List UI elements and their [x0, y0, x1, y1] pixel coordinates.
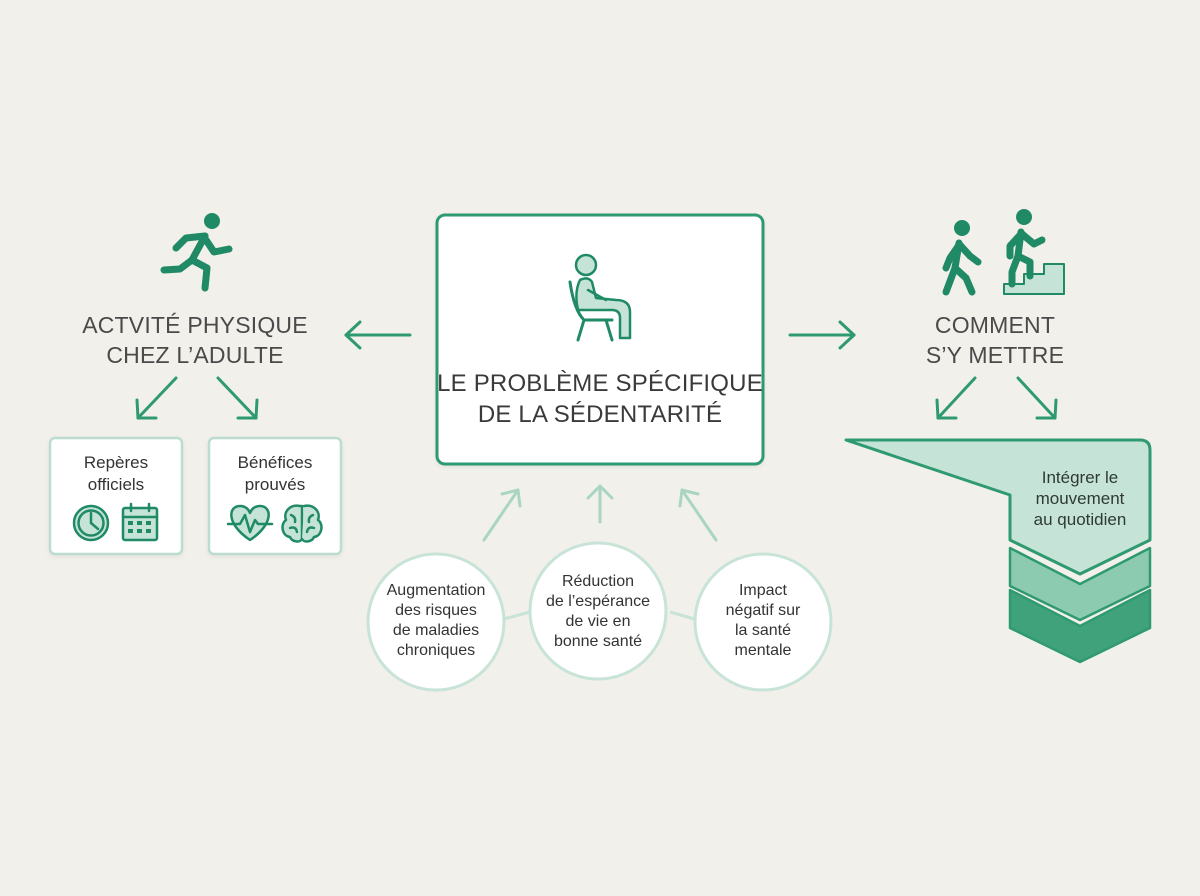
arrow-cause-3-up — [678, 488, 718, 542]
arrow-left-to-card-1 — [135, 376, 178, 420]
cause-2-label: Réduction de l’espérance de vie en bonne… — [545, 573, 651, 650]
action-banner — [844, 438, 1152, 576]
cause-circle-1 — [366, 552, 506, 692]
card-benefices-label: Bénéfices prouvés — [237, 453, 313, 494]
chevron-2 — [1008, 588, 1152, 664]
arrow-cause-2-up — [586, 484, 614, 524]
running-person-icon — [160, 213, 233, 292]
cause-circle-3 — [693, 552, 833, 692]
arrow-right-down-left — [935, 376, 977, 420]
arrow-center-to-left — [344, 320, 412, 350]
walking-person-icon — [942, 220, 982, 296]
clock-icon — [72, 504, 110, 542]
arrow-left-to-card-2 — [216, 376, 259, 420]
brain-icon — [281, 504, 323, 543]
center-problem-title: LE PROBLÈME SPÉCIFIQUE DE LA SÉDENTARITÉ — [437, 370, 763, 428]
cause-circle-2 — [528, 541, 668, 681]
arrow-center-to-right — [788, 320, 856, 350]
stairs-climbing-icon — [1003, 209, 1065, 295]
calendar-icon — [121, 502, 159, 542]
cause-1-label: Augmentation des risques de maladies chr… — [386, 582, 486, 659]
cause-3-label: Impact négatif sur la santé mentale — [725, 582, 801, 659]
seated-person-icon — [568, 253, 632, 342]
left-section-title: ACTVITÉ PHYSIQUE CHEZ L’ADULTE — [82, 312, 308, 368]
arrow-right-down-right — [1016, 376, 1058, 420]
chevron-1 — [1008, 546, 1152, 622]
card-reperes-label: Repères officiels — [83, 453, 149, 494]
center-problem-box — [435, 213, 765, 466]
heart-pulse-icon — [226, 504, 274, 542]
circle-connector — [669, 610, 699, 622]
right-section-title: COMMENT S’Y METTRE — [925, 312, 1065, 368]
action-banner-label: Intégrer le mouvement au quotidien — [1033, 468, 1127, 529]
arrow-cause-1-up — [482, 488, 522, 542]
